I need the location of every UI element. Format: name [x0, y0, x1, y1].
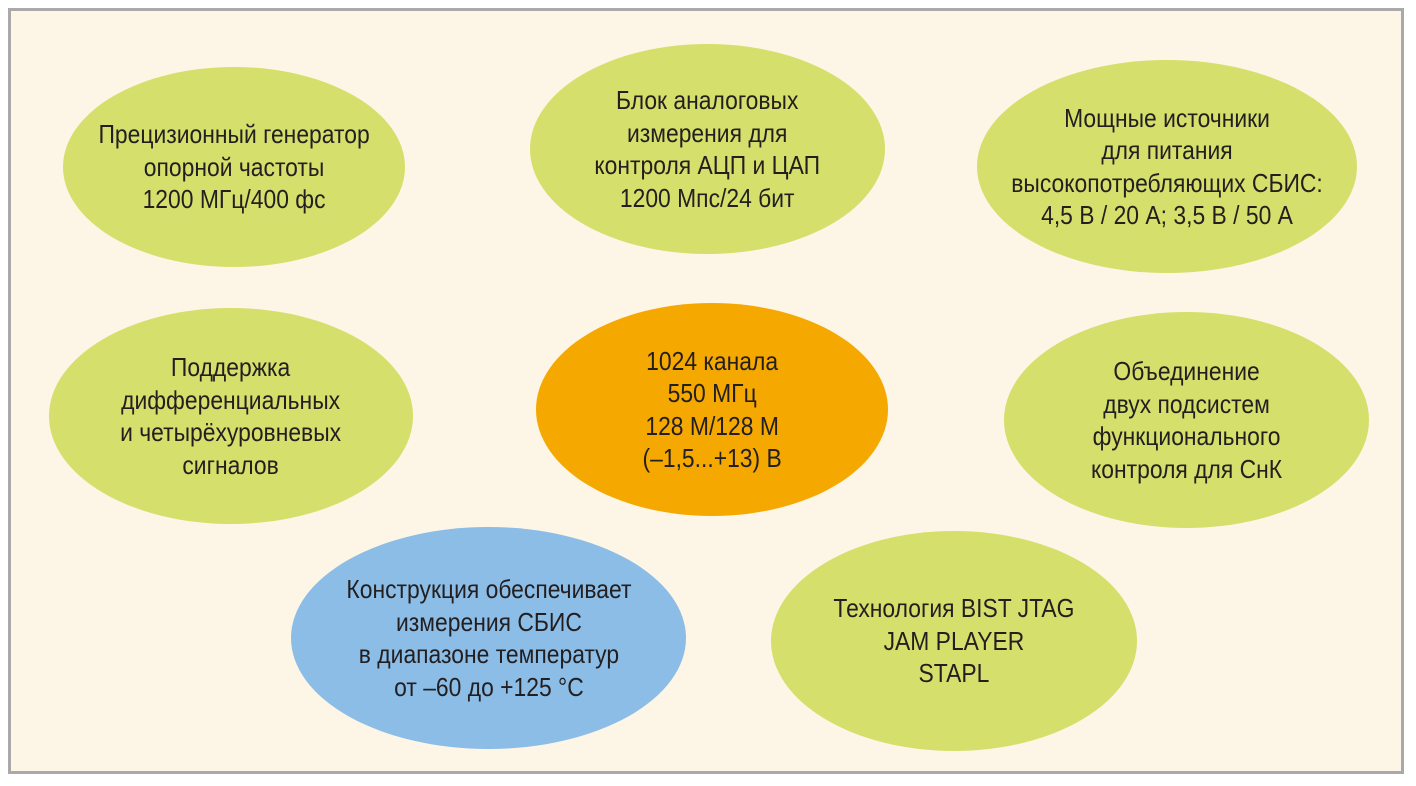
ellipse-functional-control: Объединение двух подсистем функционально… [1004, 312, 1369, 528]
text-line: высокопотребляющих СБИС: [1011, 167, 1323, 198]
text-line: в диапазоне температур [358, 639, 619, 669]
text-line: и четырёхуровневых [120, 417, 342, 447]
text-line: 1024 канала [646, 345, 778, 376]
text-line: контроля для СнК [1090, 453, 1283, 484]
text-line: 1200 Мпс/24 бит [620, 182, 795, 213]
text-line: STAPL [918, 658, 990, 689]
ellipse-temperature-range: Конструкция обеспечивает измерения СБИС … [291, 527, 686, 749]
center-specs-label: 1024 канала 550 МГц 128 М/128 М (–1,5...… [642, 345, 781, 475]
text-line: Технология BIST JTAG [833, 593, 1075, 624]
ellipse-analog-block: Блок аналоговых измерения для контроля А… [530, 44, 885, 254]
ellipse-technologies: Технология BIST JTAG JAM PLAYER STAPL [771, 531, 1137, 751]
ellipse-differential-support: Поддержка дифференциальных и четырёхуров… [49, 308, 413, 524]
text-line: 1200 МГц/400 фс [142, 184, 326, 215]
text-line: 550 МГц [667, 378, 757, 408]
text-line: для питания [1101, 135, 1233, 165]
power-sources-label: Мощные источники для питания высокопотре… [1011, 102, 1323, 232]
temperature-range-label: Конструкция обеспечивает измерения СБИС … [346, 573, 631, 703]
text-line: дифференциальных [121, 384, 341, 415]
text-line: измерения СБИС [395, 606, 582, 637]
text-line: (–1,5...+13) В [642, 443, 782, 473]
ellipse-center-specs: 1024 канала 550 МГц 128 М/128 М (–1,5...… [536, 303, 888, 516]
text-line: Прецизионный генератор [98, 119, 370, 150]
text-line: 4,5 В / 20 А; 3,5 В / 50 А [1041, 200, 1293, 230]
text-line: Блок аналоговых [616, 85, 799, 115]
text-line: функционального [1092, 421, 1281, 451]
ellipse-power-sources: Мощные источники для питания высокопотре… [977, 60, 1357, 273]
text-line: Конструкция обеспечивает [345, 574, 632, 604]
text-line: Поддержка [171, 352, 291, 382]
text-line: JAM PLAYER [883, 625, 1025, 656]
text-line: двух подсистем [1103, 388, 1270, 419]
functional-control-label: Объединение двух подсистем функционально… [1091, 355, 1282, 485]
text-line: Мощные источники [1064, 102, 1270, 133]
differential-support-label: Поддержка дифференциальных и четырёхуров… [120, 351, 341, 481]
text-line: от –60 до +125 °C [393, 671, 584, 702]
text-line: Объединение [1113, 356, 1260, 386]
technologies-label: Технология BIST JTAG JAM PLAYER STAPL [833, 592, 1074, 690]
text-line: контроля АЦП и ЦАП [594, 150, 821, 180]
diagram-frame: Прецизионный генератор опорной частоты 1… [8, 8, 1404, 774]
text-line: сигналов [182, 449, 280, 480]
text-line: опорной частоты [143, 151, 325, 182]
analog-block-label: Блок аналоговых измерения для контроля А… [595, 84, 821, 214]
ellipse-reference-generator: Прецизионный генератор опорной частоты 1… [63, 67, 405, 267]
reference-generator-label: Прецизионный генератор опорной частоты 1… [98, 118, 369, 216]
text-line: 128 М/128 М [645, 410, 779, 441]
text-line: измерения для [627, 117, 788, 148]
